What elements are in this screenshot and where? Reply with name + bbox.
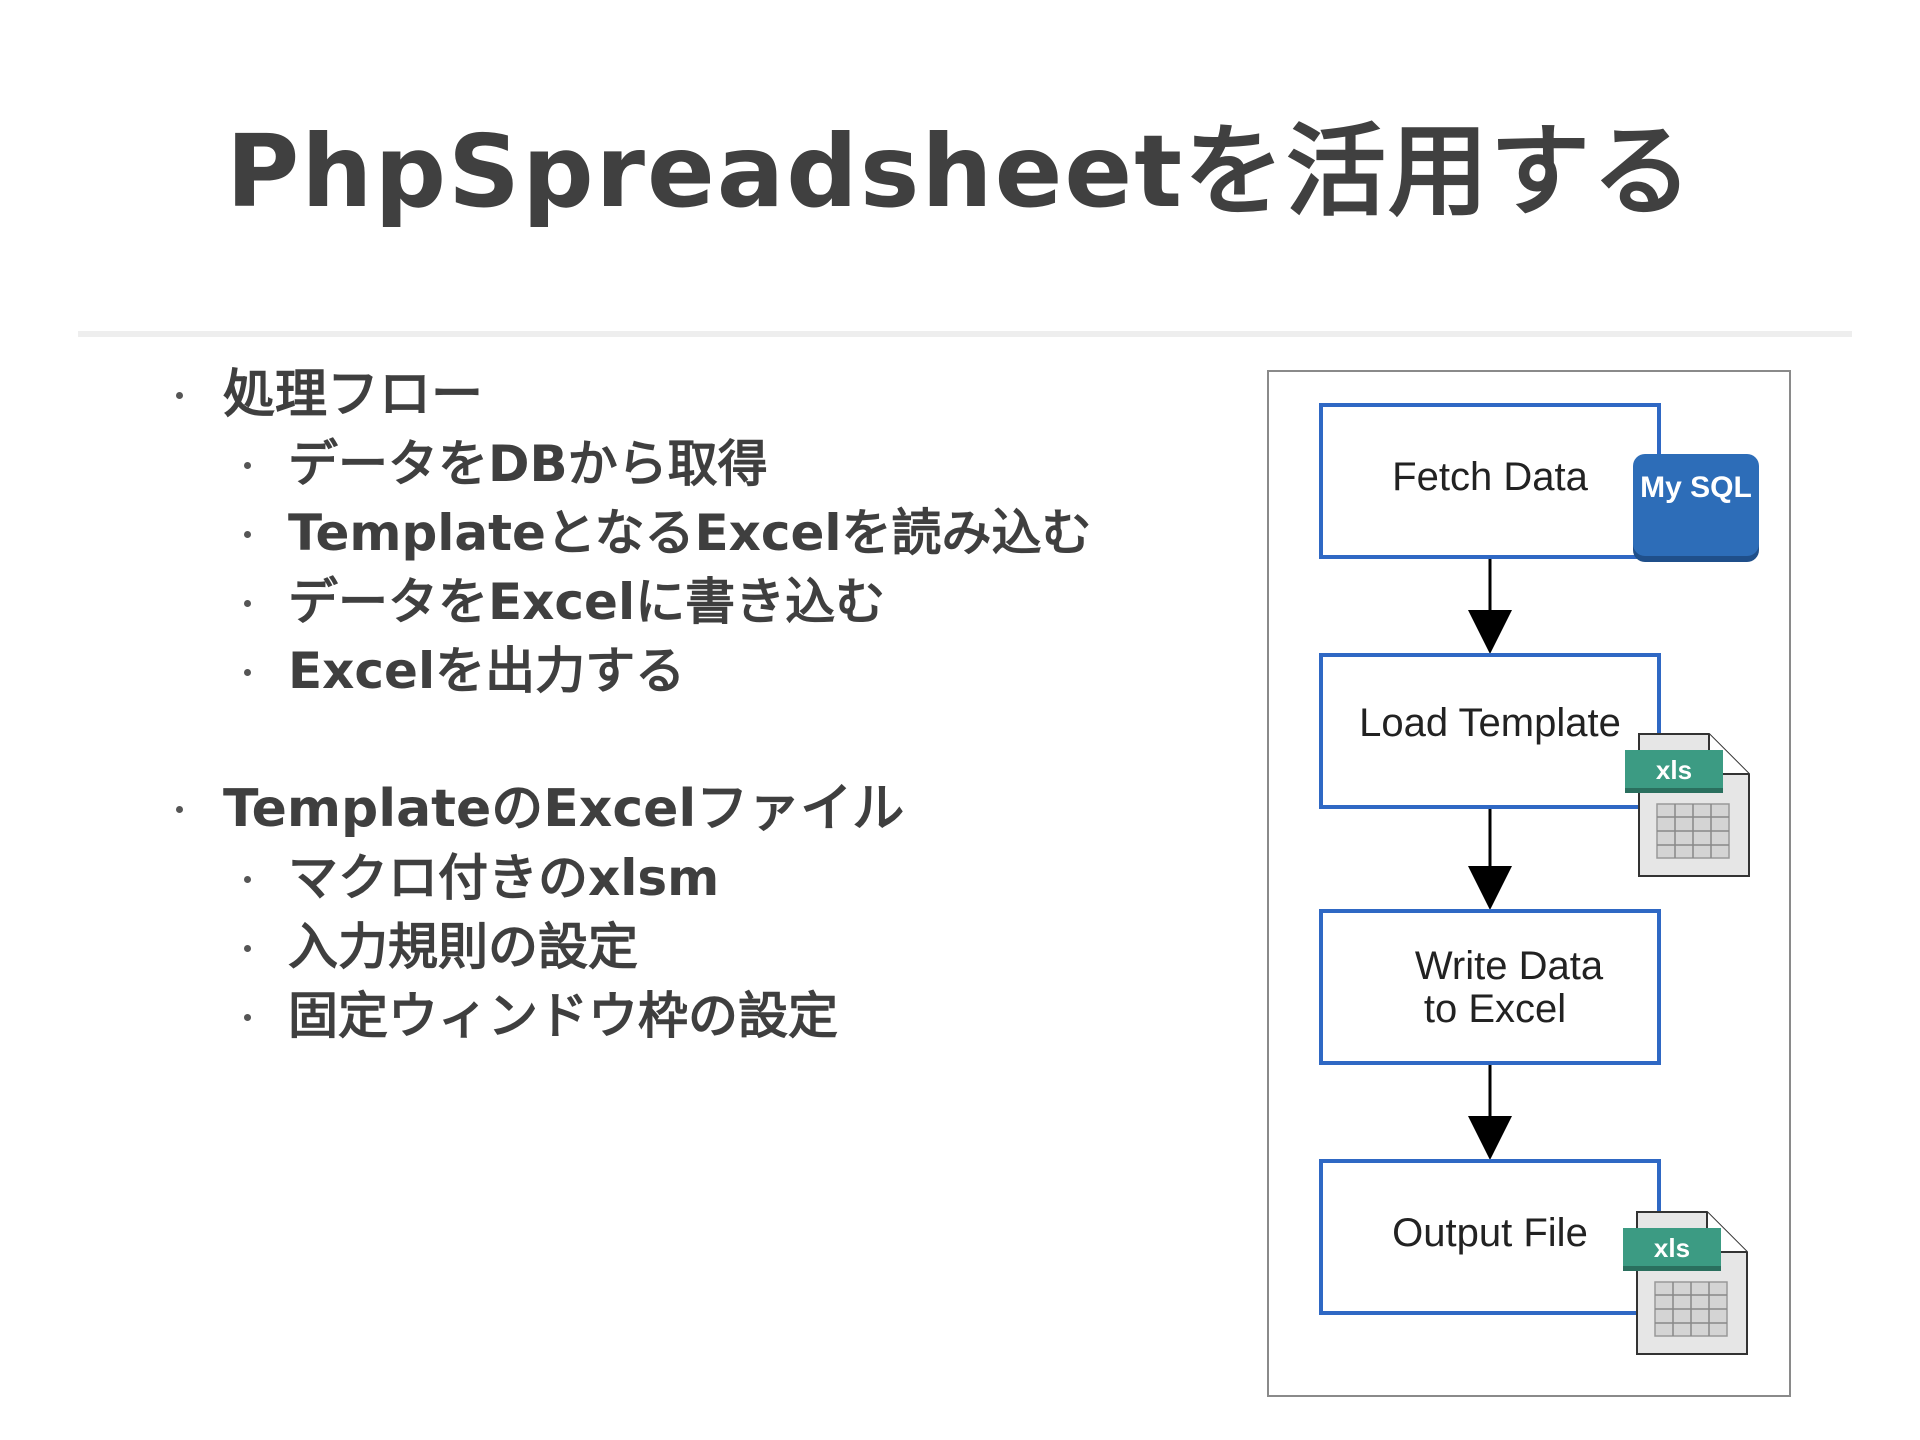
bullet-dot [244,462,251,469]
mysql-label: My SQL [1640,471,1752,504]
bullet-item: TemplateのExcelファイル [170,774,1230,844]
sub-bullet-label: 入力規則の設定 [288,918,638,976]
flow-step-output-file [1319,1159,1661,1315]
flow-step-fetch-data [1319,403,1661,559]
flow-step-label: Write Data [1415,944,1604,988]
bullet-dot [244,1014,251,1021]
sub-bullet-item: Excelを出力する [170,637,1230,706]
sub-bullet-item: データをExcelに書き込む [170,568,1230,637]
xls-label: xls [1654,1233,1690,1263]
xls-file-icon: xls [1625,733,1750,877]
sub-bullet-label: データをDBから取得 [288,435,768,493]
sub-bullet-label: マクロ付きのxlsm [288,849,720,907]
bullet-label: TemplateのExcelファイル [223,779,905,839]
sub-bullet-label: 固定ウィンドウ枠の設定 [288,987,838,1045]
sub-bullet-label: データをExcelに書き込む [288,573,886,631]
flow-diagram-canvas: Fetch Data My SQL Load Template xls [1319,403,1759,1355]
bullet-dot [244,876,251,883]
bullet-item: 処理フロー [170,360,1230,430]
flow-step-write-data [1319,909,1661,1065]
sub-bullet-label: Excelを出力する [288,642,686,700]
mysql-icon: My SQL [1633,454,1759,562]
flow-diagram: Fetch Data My SQL Load Template xls [1267,370,1791,1397]
bullet-dot [244,600,251,607]
bullet-dot [176,392,183,399]
bullet-dot [244,669,251,676]
sub-bullet-item: 入力規則の設定 [170,913,1230,982]
sub-bullet-item: マクロ付きのxlsm [170,844,1230,913]
sub-bullet-item: 固定ウィンドウ枠の設定 [170,982,1230,1051]
flow-arrow [1468,1065,1512,1160]
xls-file-icon: xls [1623,1211,1748,1355]
slide-title: PhpSpreadsheetを活用する [225,113,1695,230]
sub-bullet-item: TemplateとなるExcelを読み込む [170,499,1230,568]
bullet-list: 処理フロー データをDBから取得 TemplateとなるExcelを読み込む デ… [170,360,1230,1051]
xls-label: xls [1656,755,1692,785]
flow-step-load-template [1319,653,1661,809]
flow-step-label: Fetch Data [1392,455,1588,499]
flow-step-label-line2: to Excel [1424,987,1566,1031]
title-divider [78,331,1852,337]
bullet-dot [244,531,251,538]
sub-bullet-item: データをDBから取得 [170,430,1230,499]
bullet-dot [244,945,251,952]
bullet-group-template: TemplateのExcelファイル マクロ付きのxlsm 入力規則の設定 固定… [170,774,1230,1051]
flow-arrow [1468,559,1512,654]
bullet-group-flow: 処理フロー データをDBから取得 TemplateとなるExcelを読み込む デ… [170,360,1230,706]
bullet-label: 処理フロー [223,365,484,425]
flow-step-label: Output File [1392,1211,1588,1255]
sub-bullet-label: TemplateとなるExcelを読み込む [288,504,1092,562]
flow-step-label: Load Template [1359,701,1621,745]
bullet-dot [176,806,183,813]
flow-arrow [1468,809,1512,910]
